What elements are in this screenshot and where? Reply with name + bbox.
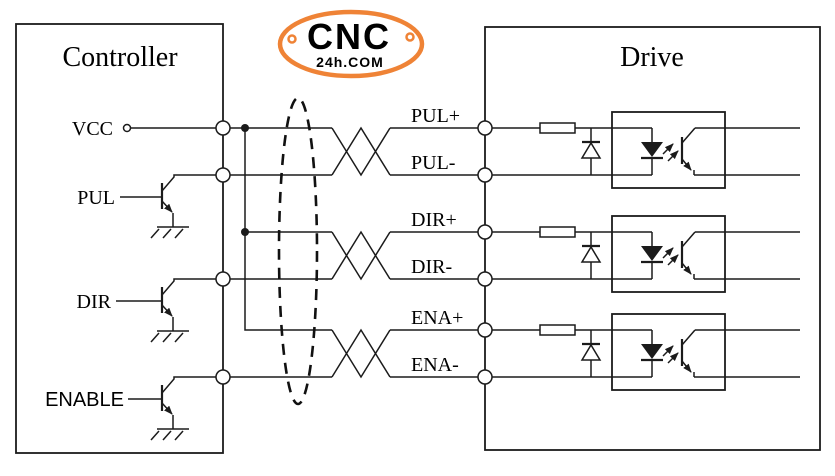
dir-label: DIR bbox=[77, 291, 112, 313]
dir-plus-label: DIR+ bbox=[411, 209, 457, 231]
enable-label: ENABLE bbox=[45, 389, 124, 411]
controller-box bbox=[15, 23, 224, 454]
logo-ellipse bbox=[277, 9, 425, 79]
junction-dot bbox=[241, 228, 249, 236]
cable-shield-ellipse bbox=[277, 96, 319, 406]
logo-left-eyelet-icon bbox=[287, 34, 297, 44]
controller-title: Controller bbox=[62, 42, 178, 73]
enable-terminal bbox=[215, 369, 231, 385]
enable-transistor bbox=[151, 377, 216, 440]
logo-brand-text: CNC bbox=[307, 16, 391, 57]
vcc-terminal bbox=[215, 120, 231, 136]
vcc-pin-circle bbox=[122, 123, 132, 133]
logo-site-text: 24h.COM bbox=[316, 54, 384, 70]
vcc-label: VCC bbox=[72, 118, 113, 140]
pul-plus-label: PUL+ bbox=[411, 105, 460, 127]
pul-twisted-pair bbox=[331, 127, 391, 176]
dir-terminal bbox=[215, 271, 231, 287]
pul-minus-label: PUL- bbox=[411, 152, 455, 174]
dir-minus-label: DIR- bbox=[411, 256, 452, 278]
drive-title: Drive bbox=[620, 42, 684, 73]
cnc24h-logo: CNC 24h.COM bbox=[277, 9, 425, 79]
junction-dot bbox=[241, 124, 249, 132]
pul-terminal bbox=[215, 167, 231, 183]
pul-transistor bbox=[151, 175, 216, 238]
logo-right-eyelet-icon bbox=[405, 32, 415, 42]
pul-label: PUL bbox=[77, 187, 115, 209]
vcc-branch-wire bbox=[244, 128, 332, 331]
ena-minus-label: ENA- bbox=[411, 354, 459, 376]
dir-transistor bbox=[151, 279, 216, 342]
ena-twisted-pair bbox=[331, 329, 391, 378]
dir-twisted-pair bbox=[331, 231, 391, 280]
ena-plus-label: ENA+ bbox=[411, 307, 463, 329]
